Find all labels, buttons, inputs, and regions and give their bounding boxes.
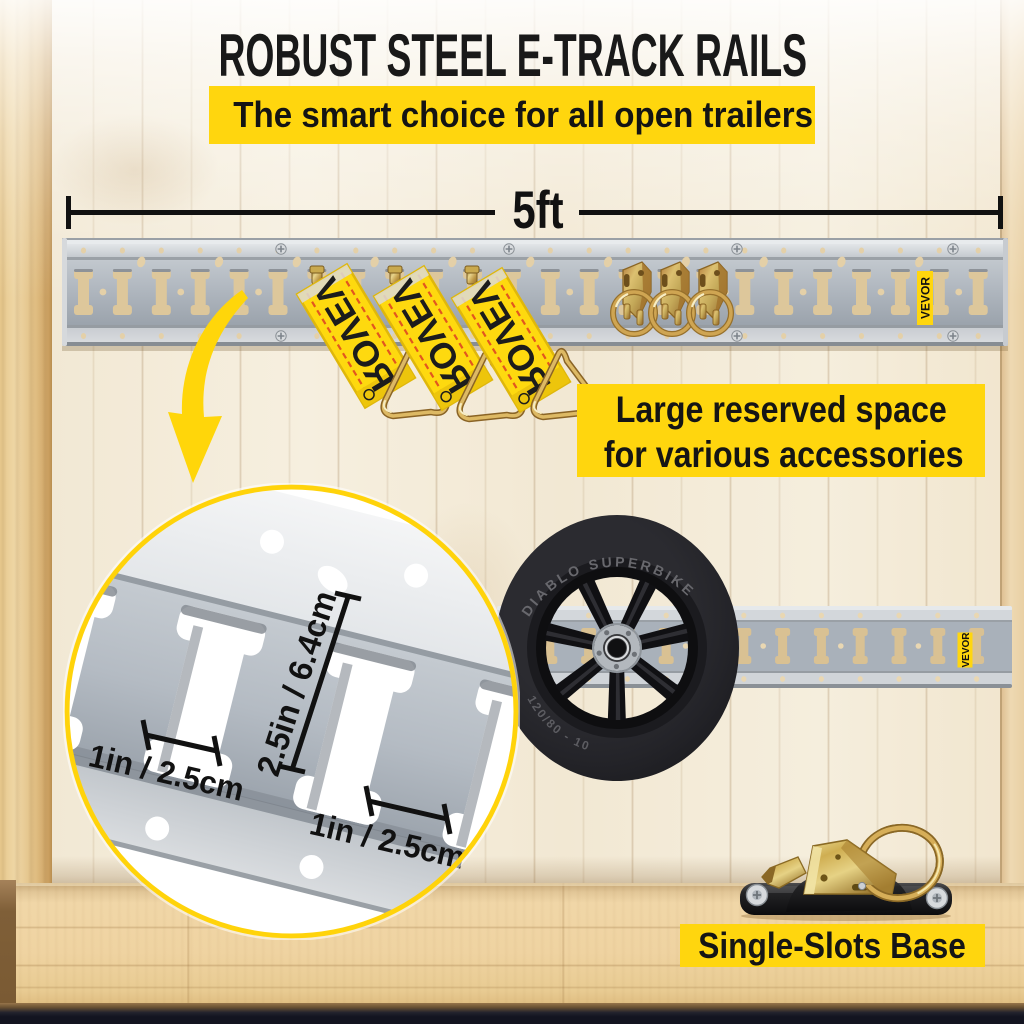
svg-text:VEVOR: VEVOR <box>919 277 933 319</box>
svg-text:VEVOR: VEVOR <box>961 632 972 668</box>
